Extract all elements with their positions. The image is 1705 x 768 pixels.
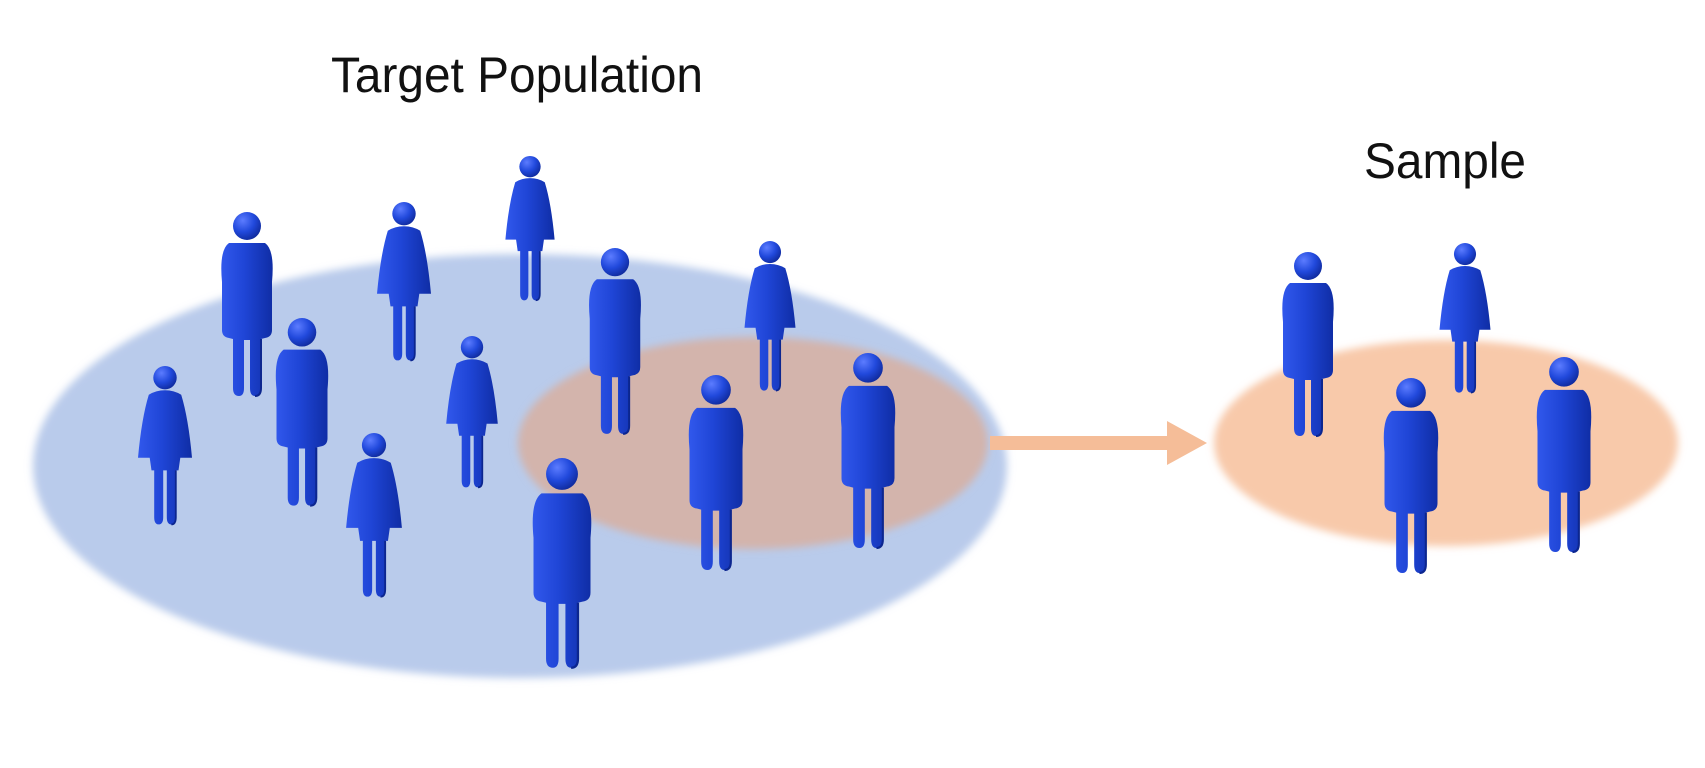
target-population-label: Target Population xyxy=(331,47,703,103)
sample-label: Sample xyxy=(1364,133,1526,189)
sampling-arrow xyxy=(990,421,1207,465)
